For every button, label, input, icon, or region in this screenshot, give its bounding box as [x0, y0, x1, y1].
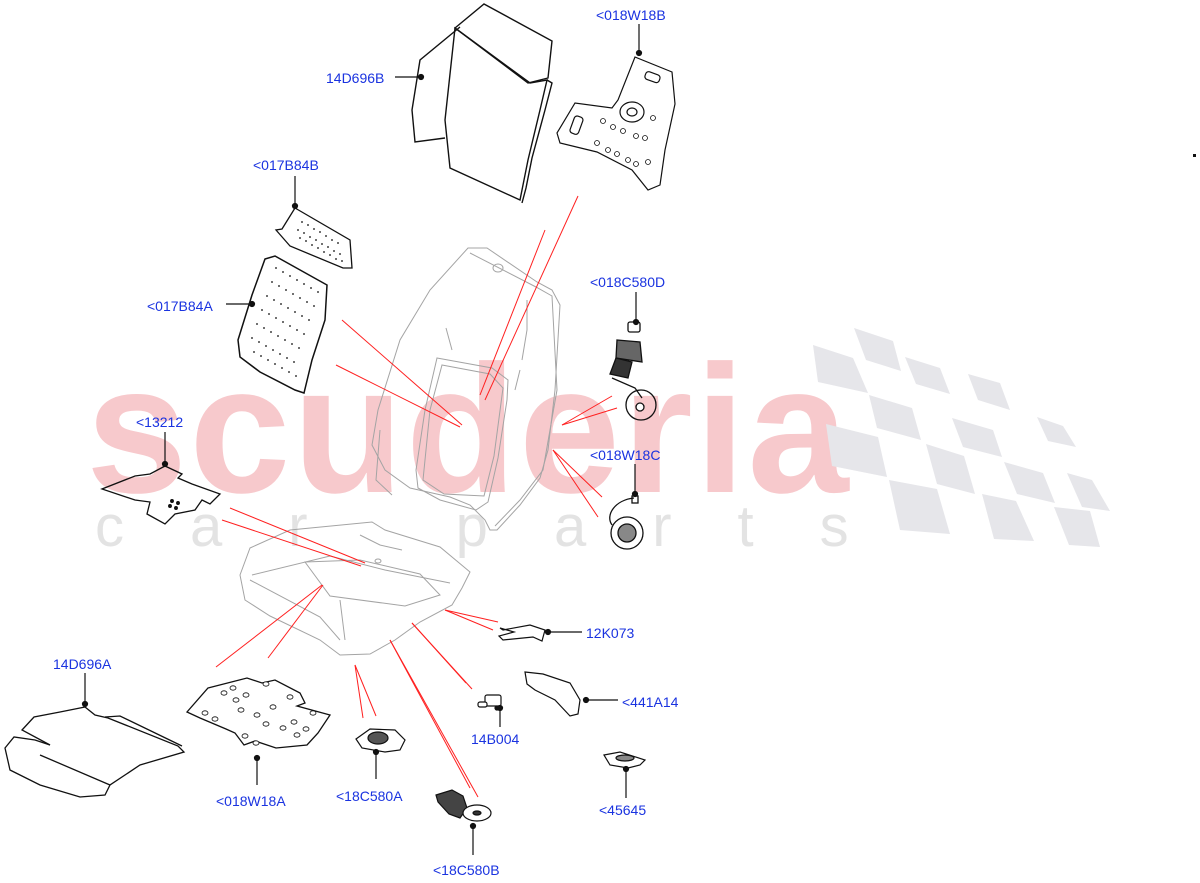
part-018W18C-motor: [609, 495, 644, 550]
part-18C580B-motor: [435, 789, 492, 822]
part-018W18B-heater-mat: [556, 56, 676, 191]
callout-18C580B[interactable]: <18C580B: [433, 862, 500, 878]
callout-18C580A[interactable]: <18C580A: [336, 788, 403, 804]
part-18C580A-motor: [355, 728, 406, 753]
callout-13212[interactable]: <13212: [136, 414, 184, 430]
callout-45645[interactable]: <45645: [599, 802, 647, 818]
callout-14D696A[interactable]: 14D696A: [53, 656, 112, 672]
part-017B84B-perforated-pad: [274, 207, 353, 269]
callout-leaders: [81, 24, 643, 855]
part-017B84A-perforated-pad: [237, 255, 328, 394]
callout-441A14[interactable]: <441A14: [622, 694, 679, 710]
part-018C580D-lumbar-motor: [609, 321, 657, 421]
part-14D696A-cushion-cover: [4, 706, 186, 798]
part-45645-cap: [603, 751, 647, 769]
watermark-brand: scuderia: [86, 327, 851, 531]
callout-14B004[interactable]: 14B004: [471, 731, 520, 747]
stray-mark: [1193, 154, 1196, 157]
seat-back-frame: [371, 247, 561, 531]
callout-018W18A[interactable]: <018W18A: [216, 793, 286, 809]
callout-018W18C[interactable]: <018W18C: [590, 447, 661, 463]
part-441A14-bracket: [524, 671, 581, 717]
part-12K073-bracket: [497, 624, 546, 642]
callout-14D696B[interactable]: 14D696B: [326, 70, 385, 86]
callout-017B84A[interactable]: <017B84A: [147, 298, 213, 314]
part-018W18A-heater-mat: [185, 677, 332, 749]
callout-12K073[interactable]: 12K073: [586, 625, 635, 641]
part-14D696B-backrest-cover: [411, 3, 553, 204]
callout-018C580D[interactable]: <018C580D: [590, 274, 666, 290]
part-13212-sensor-mat: [100, 465, 222, 525]
checkered-flag-icon: [813, 328, 1110, 547]
leader-lines: [215, 195, 618, 798]
callout-017B84B[interactable]: <017B84B: [253, 157, 319, 173]
callout-018W18B[interactable]: <018W18B: [596, 7, 666, 23]
seat-cushion-frame: [239, 521, 471, 656]
